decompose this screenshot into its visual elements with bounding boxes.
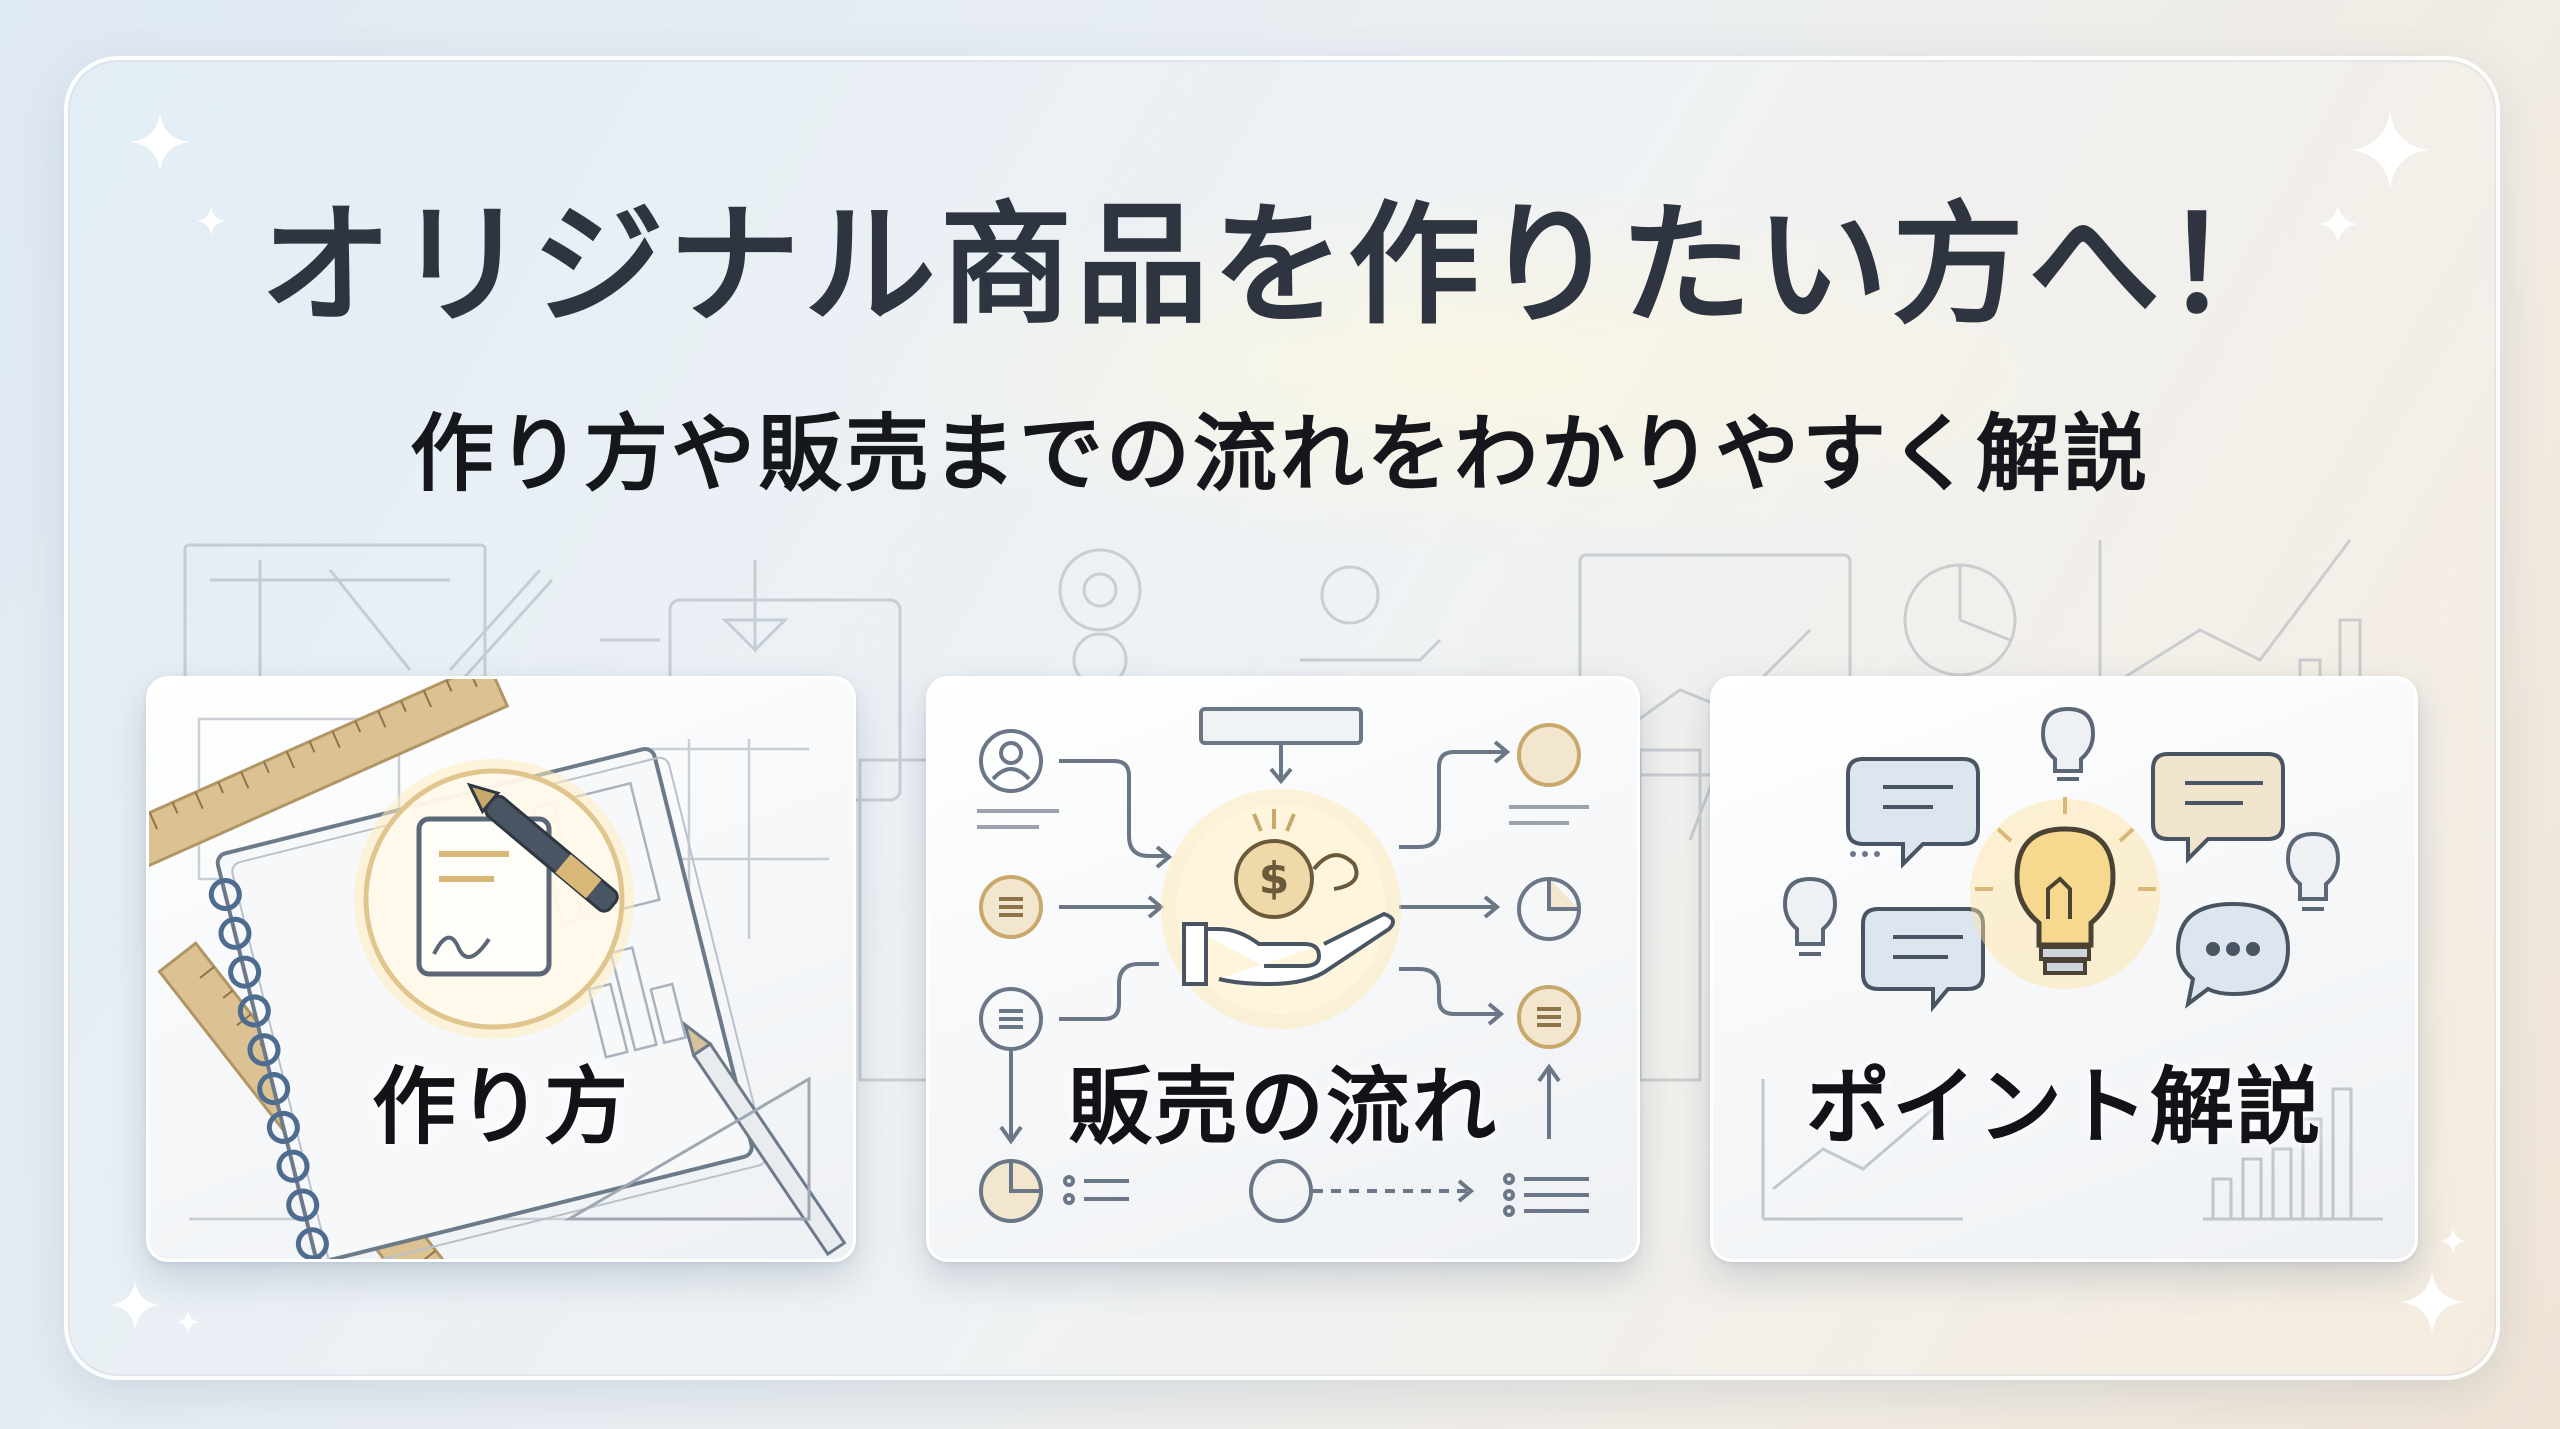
page-title: オリジナル商品を作りたい方へ！	[260, 189, 2300, 343]
sparkle-icon	[110, 1280, 160, 1330]
sparkle-icon	[130, 112, 190, 172]
sparkle-icon	[196, 206, 226, 236]
card-label-key-points: ポイント解説	[1805, 1058, 2322, 1156]
card-sales-flow[interactable]: $ 販売の流れ	[926, 676, 1640, 1262]
lightbulb-icon	[1761, 706, 2383, 1221]
card-key-points[interactable]: ポイント解説	[1710, 676, 2418, 1262]
notebook-pen-icon	[149, 679, 847, 1259]
sparkle-icon	[2318, 204, 2358, 244]
card-how-to-make[interactable]: 作り方	[146, 676, 856, 1262]
sparkle-icon	[2440, 1228, 2466, 1254]
sparkle-icon	[2400, 1270, 2464, 1334]
sparkle-icon	[2350, 110, 2430, 190]
card-label-how-to-make: 作り方	[371, 1058, 630, 1156]
sparkle-icon	[176, 1310, 200, 1334]
card-label-sales-flow: 販売の流れ	[1067, 1058, 1498, 1156]
svg-text:$: $	[1259, 853, 1290, 904]
coin-hand-icon: $	[977, 707, 1589, 1223]
page-subtitle: 作り方や販売までの流れをわかりやすく解説	[409, 405, 2150, 503]
